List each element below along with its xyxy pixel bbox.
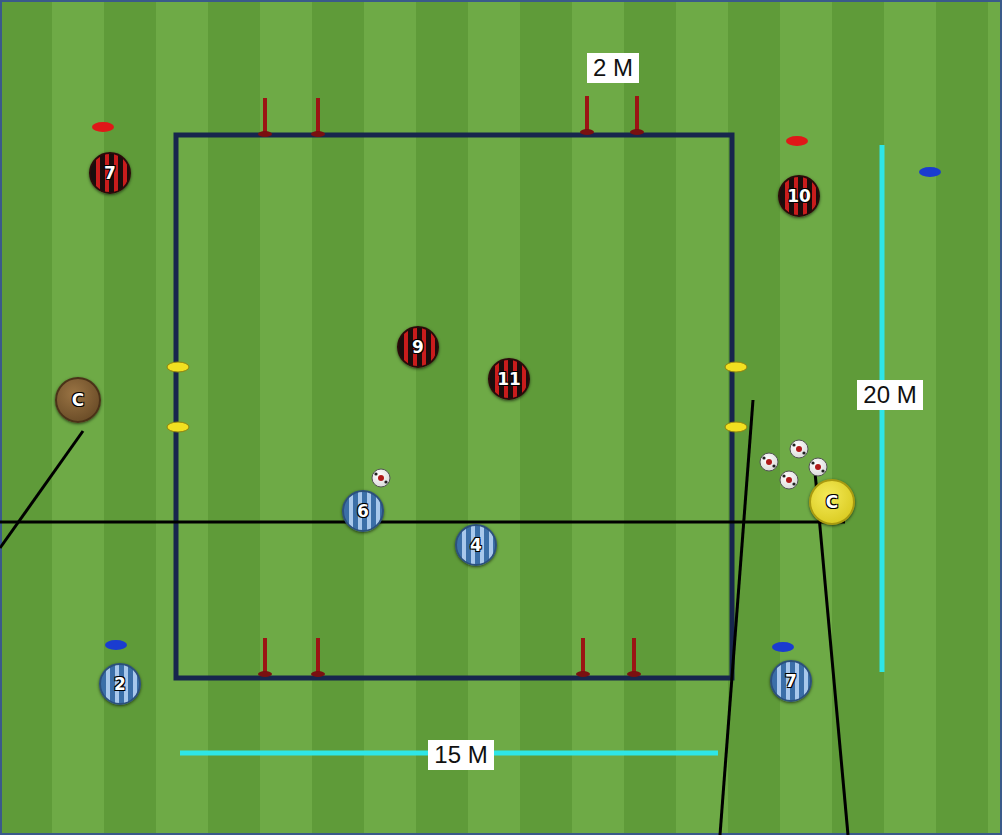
player-token: 4	[455, 524, 497, 566]
player-token: 7	[770, 660, 812, 702]
dimension-label: 15 M	[428, 740, 493, 770]
player-number: 6	[357, 501, 369, 521]
player-token: 2	[99, 663, 141, 705]
player-number: 2	[114, 674, 126, 694]
player-number: 11	[497, 369, 521, 389]
coach-token: C	[809, 479, 855, 525]
player-number: 10	[787, 186, 811, 206]
player-token: 9	[397, 326, 439, 368]
player-number: 7	[785, 671, 797, 691]
coach-token: C	[55, 377, 101, 423]
player-number: C	[72, 390, 84, 410]
player-token: 7	[89, 152, 131, 194]
player-number: C	[826, 492, 838, 512]
dimension-label: 20 M	[857, 380, 922, 410]
player-token: 6	[342, 490, 384, 532]
player-number: 7	[104, 163, 116, 183]
dimension-label: 2 M	[587, 53, 639, 83]
yellow-cones	[167, 362, 747, 432]
player-token: 11	[488, 358, 530, 400]
marker-discs	[92, 122, 941, 652]
goal-poles	[265, 96, 637, 673]
balls	[372, 440, 827, 489]
player-number: 4	[470, 535, 482, 555]
player-token: 10	[778, 175, 820, 217]
player-number: 9	[412, 337, 424, 357]
area-outline	[176, 135, 732, 678]
annotation-lines	[0, 400, 848, 835]
pole-bases	[258, 129, 644, 677]
